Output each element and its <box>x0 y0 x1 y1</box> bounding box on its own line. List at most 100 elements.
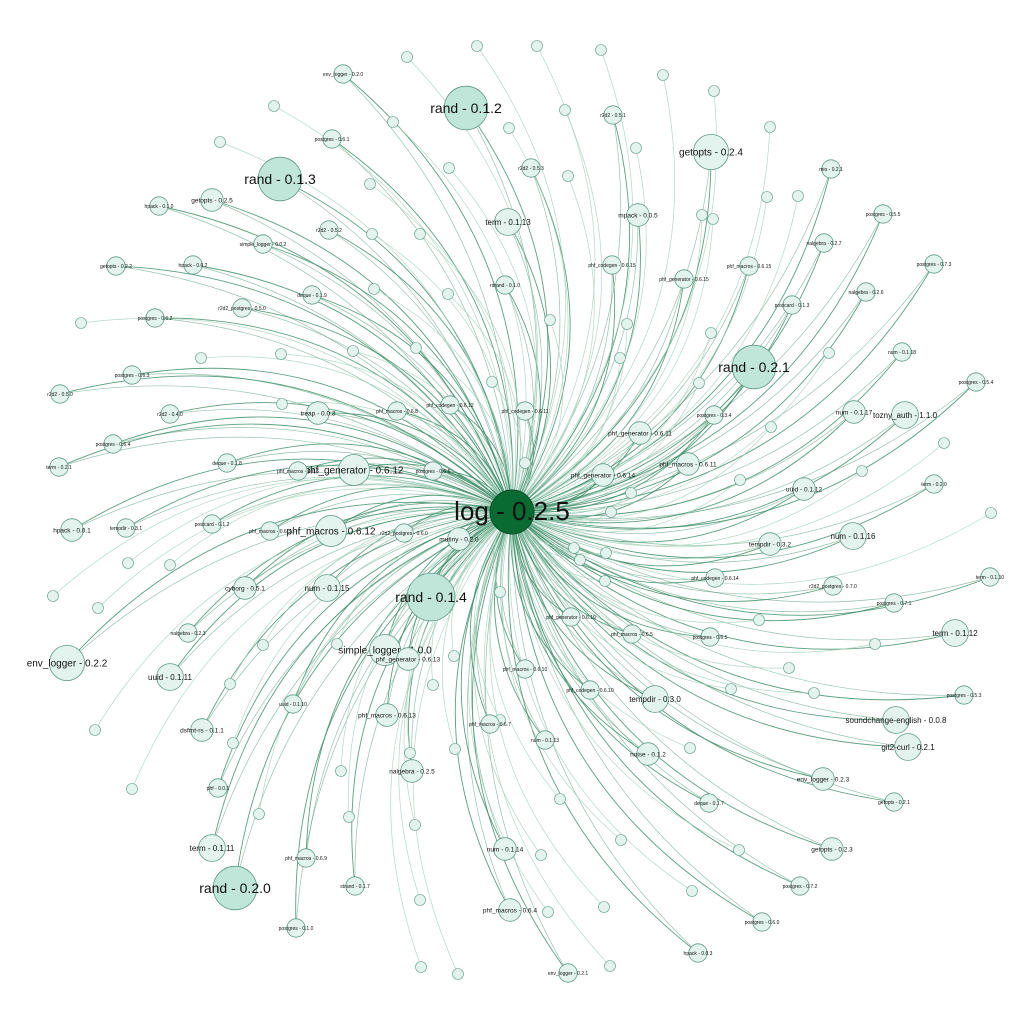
minor-node[interactable] <box>568 542 580 554</box>
node-hpack-0.0.3[interactable]: hpack - 0.0.3 <box>684 943 713 963</box>
minor-node[interactable] <box>409 819 421 831</box>
node-num-0.1.16[interactable]: num - 0.1.16 <box>831 522 876 550</box>
node-num-0.1.13[interactable]: num - 0.1.13 <box>531 730 559 750</box>
node-getopts-0.2.4[interactable]: getopts - 0.2.4 <box>679 133 743 170</box>
minor-node[interactable] <box>276 398 288 410</box>
node-rand-0.1.3[interactable]: rand - 0.1.3 <box>244 156 316 202</box>
node-circle[interactable] <box>782 295 802 315</box>
node-circle[interactable] <box>212 865 258 911</box>
minor-node[interactable] <box>410 342 422 354</box>
center-node-circle[interactable] <box>489 489 535 535</box>
minor-node[interactable] <box>331 638 343 650</box>
minor-node[interactable] <box>604 960 616 972</box>
node-circle[interactable] <box>558 963 578 983</box>
node-dsfmt-rs-0.1.1[interactable]: dsfmt-rs - 0.1.1 <box>180 718 224 742</box>
minor-node[interactable] <box>427 679 439 691</box>
node-tozny_auth-1.1.0[interactable]: tozny_auth - 1.1.0 <box>873 401 938 429</box>
node-hpack-0.0.2[interactable]: hpack - 0.0.2 <box>179 255 208 275</box>
minor-node[interactable] <box>126 783 138 795</box>
minor-node[interactable] <box>89 724 101 736</box>
node-soundchange-english-0.0.8[interactable]: soundchange-english - 0.0.8 <box>846 706 948 734</box>
node-nalgebra-0.2.5[interactable]: nalgebra - 0.2.5 <box>389 759 435 783</box>
node-circle[interactable] <box>338 454 370 486</box>
minor-node[interactable] <box>657 69 669 81</box>
node-circle[interactable] <box>622 624 642 644</box>
node-postgres-0.6.5[interactable]: postgres - 0.6.5 <box>693 627 728 647</box>
node-postgres-0.6.2[interactable]: postgres - 0.6.2 <box>138 308 173 328</box>
node-num-0.1.15[interactable]: num - 0.1.15 <box>305 574 350 602</box>
node-circle[interactable] <box>423 461 443 481</box>
node-phf_macros-0.6.7[interactable]: phf_macros - 0.6.7 <box>469 714 511 734</box>
node-phf_macros-0.6.6[interactable]: phf_macros - 0.6.6 <box>277 461 319 481</box>
node-circle[interactable] <box>190 718 214 742</box>
node-circle[interactable] <box>792 477 816 501</box>
minor-node[interactable] <box>764 121 776 133</box>
node-circle[interactable] <box>856 282 876 302</box>
minor-node[interactable] <box>275 348 287 360</box>
node-circle[interactable] <box>731 344 777 390</box>
node-circle[interactable] <box>183 255 203 275</box>
node-circle[interactable] <box>873 204 893 224</box>
node-circle[interactable] <box>313 574 341 602</box>
node-r2d2-0.4.0[interactable]: r2d2 - 0.4.0 <box>157 404 183 424</box>
minor-node[interactable] <box>335 765 347 777</box>
minor-node[interactable] <box>554 793 566 805</box>
node-phf_codegen-0.6.12[interactable]: phf_codegen - 0.6.12 <box>426 395 474 415</box>
node-phf_macros-0.6.11[interactable]: phf_macros - 0.6.11 <box>659 452 717 476</box>
node-rand-0.2.1[interactable]: rand - 0.2.1 <box>718 344 790 390</box>
minor-node[interactable] <box>595 44 607 56</box>
node-circle[interactable] <box>387 401 407 421</box>
node-deque-0.1.9[interactable]: deque - 0.1.9 <box>297 285 327 305</box>
node-circle[interactable] <box>591 463 615 487</box>
node-postgres-0.6.3[interactable]: postgres - 0.6.3 <box>115 365 150 385</box>
minor-node[interactable] <box>559 104 571 116</box>
node-postcard-0.1.2[interactable]: postcard - 0.1.2 <box>195 514 230 534</box>
node-postgres-0.6.4[interactable]: postgres - 0.6.4 <box>96 434 131 454</box>
node-mutiny-0.2.0[interactable]: mutiny - 0.2.0 <box>439 527 479 551</box>
node-r2d2-0.5.1[interactable]: r2d2 - 0.5.1 <box>600 105 626 125</box>
node-circle[interactable] <box>394 523 414 543</box>
node-circle[interactable] <box>495 275 515 295</box>
node-circle[interactable] <box>257 156 303 202</box>
node-phf_codegen-0.6.14[interactable]: phf_codegen - 0.6.14 <box>691 568 739 588</box>
node-circle[interactable] <box>941 619 969 647</box>
minor-node[interactable] <box>708 85 720 97</box>
minor-node[interactable] <box>268 100 280 112</box>
node-circle[interactable] <box>60 518 84 542</box>
node-circle[interactable] <box>602 255 622 275</box>
node-postgres-0.5.5[interactable]: postgres - 0.5.5 <box>866 204 901 224</box>
node-circle[interactable] <box>811 767 835 791</box>
node-circle[interactable] <box>882 706 910 734</box>
node-phf_macros-0.6.8[interactable]: phf_macros - 0.6.8 <box>376 401 418 421</box>
node-mpack-0.0.5[interactable]: mpack - 0.0.5 <box>618 203 658 227</box>
node-circle[interactable] <box>200 188 224 212</box>
node-postgres-0.5.4[interactable]: postgres - 0.5.4 <box>959 372 994 392</box>
node-uuid-0.1.12[interactable]: uuid - 0.1.12 <box>786 477 823 501</box>
node-strand-0.1.7[interactable]: strand - 0.1.7 <box>340 876 370 896</box>
minor-node[interactable] <box>404 747 416 759</box>
node-circle[interactable] <box>924 474 944 494</box>
node-circle[interactable] <box>894 733 922 761</box>
minor-node[interactable] <box>625 487 637 499</box>
minor-node[interactable] <box>600 547 612 559</box>
node-env_logger-0.2.1[interactable]: env_logger - 0.2.1 <box>548 963 589 983</box>
node-postgres-0.7.3[interactable]: postgres - 0.7.3 <box>917 254 952 274</box>
node-simple_logger-0.0.2[interactable]: simple_logger - 0.0.2 <box>240 234 287 254</box>
node-circle[interactable] <box>296 848 316 868</box>
node-circle[interactable] <box>842 400 866 424</box>
minor-node[interactable] <box>544 314 556 326</box>
minor-node[interactable] <box>614 352 626 364</box>
minor-node[interactable] <box>452 968 464 980</box>
node-getopts-0.2.2[interactable]: getopts - 0.2.2 <box>100 256 132 276</box>
minor-node[interactable] <box>542 906 554 918</box>
minor-node[interactable] <box>519 457 531 469</box>
node-circle[interactable] <box>891 401 919 429</box>
minor-node[interactable] <box>47 590 59 602</box>
node-postgres-0.6.1[interactable]: postgres - 0.6.1 <box>315 129 350 149</box>
node-num-0.1.14[interactable]: num - 0.1.14 <box>487 837 524 861</box>
minor-node[interactable] <box>856 465 868 477</box>
node-postgres-0.1.0[interactable]: postgres - 0.1.0 <box>279 918 314 938</box>
node-nalgebra-0.2.3[interactable]: nalgebra - 0.2.3 <box>170 623 206 643</box>
node-circle[interactable] <box>198 834 226 862</box>
minor-node[interactable] <box>414 228 426 240</box>
